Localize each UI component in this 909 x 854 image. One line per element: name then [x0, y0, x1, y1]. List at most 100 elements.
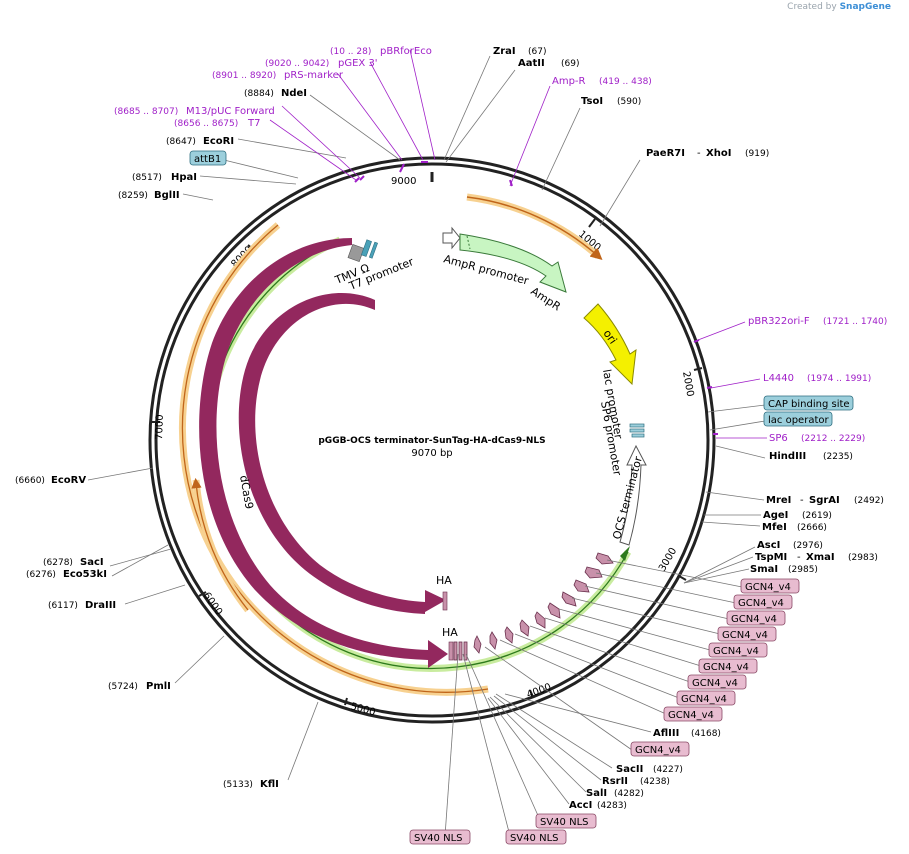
- label-zrai[interactable]: ZraI(67): [493, 46, 546, 57]
- svg-text:(9020 .. 9042): (9020 .. 9042): [265, 59, 329, 69]
- label-ecorv[interactable]: (6660)EcoRV: [15, 475, 86, 486]
- ha-tag-1: [442, 591, 448, 611]
- sv40-nls-label-2[interactable]: SV40 NLS: [505, 829, 567, 845]
- sv40-nls-markers: [453, 641, 468, 661]
- gcn4-label-6[interactable]: GCN4_v4: [698, 658, 758, 674]
- label-agei[interactable]: AgeI(2619): [763, 510, 832, 521]
- gcn4-label-9[interactable]: GCN4_v4: [663, 706, 723, 722]
- svg-text:AgeI: AgeI: [763, 510, 788, 521]
- label-cap-binding-site[interactable]: CAP binding site: [763, 395, 854, 411]
- svg-text:(6117): (6117): [48, 601, 78, 611]
- label-saci[interactable]: (6278)SacI: [43, 557, 104, 568]
- svg-text:(590): (590): [617, 97, 641, 107]
- svg-text:EcoRV: EcoRV: [51, 475, 86, 486]
- label-pgex-3[interactable]: (9020 .. 9042)pGEX 3': [265, 58, 378, 69]
- backbone-outer: [148, 156, 716, 724]
- label-sacii[interactable]: SacII(4227): [616, 764, 683, 775]
- svg-text:EcoRI: EcoRI: [203, 136, 234, 147]
- gcn4-label-8[interactable]: GCN4_v4: [676, 690, 736, 706]
- svg-text:ZraI: ZraI: [493, 46, 516, 57]
- label-ecori[interactable]: (8647) EcoRI: [166, 136, 234, 147]
- label-sali[interactable]: SalI(4282): [586, 788, 644, 799]
- gcn4-label-1[interactable]: GCN4_v4: [740, 578, 800, 594]
- svg-text:SacI: SacI: [80, 557, 104, 568]
- gcn4-label-3[interactable]: GCN4_v4: [726, 610, 786, 626]
- label-prs-marker[interactable]: (8901 .. 8920)pRS-marker: [212, 70, 344, 81]
- tmv-t7-feature-marks: [347, 239, 379, 263]
- gcn4-label-2[interactable]: GCN4_v4: [733, 594, 793, 610]
- svg-text:GCN4_v4: GCN4_v4: [692, 678, 738, 689]
- svg-text:-: -: [697, 148, 701, 159]
- svg-text:HindIII: HindIII: [769, 451, 806, 462]
- svg-text:SV40 NLS: SV40 NLS: [540, 817, 589, 828]
- gcn4-label-5[interactable]: GCN4_v4: [708, 642, 768, 658]
- label-smai[interactable]: SmaI(2985): [750, 564, 818, 575]
- svg-text:AatII: AatII: [518, 58, 545, 69]
- svg-text:SmaI: SmaI: [750, 564, 778, 575]
- svg-text:(69): (69): [561, 59, 579, 69]
- label-hindiii[interactable]: HindIII(2235): [769, 451, 853, 462]
- gcn4-label-4[interactable]: GCN4_v4: [717, 626, 777, 642]
- svg-text:(4283): (4283): [597, 801, 627, 811]
- svg-text:MreI: MreI: [766, 495, 791, 506]
- label-hpai[interactable]: (8517)HpaI: [132, 172, 197, 183]
- cas9-label: Cas9: [273, 464, 291, 496]
- label-pbrforeco[interactable]: (10 .. 28)pBRforEco: [330, 46, 432, 57]
- label-aatii[interactable]: AatII (69): [518, 58, 579, 69]
- sv40-nls-label-3[interactable]: SV40 NLS: [409, 829, 471, 845]
- primer-leader-lines: [269, 49, 767, 439]
- label-draiii[interactable]: (6117)DraIII: [48, 600, 116, 611]
- svg-text:-: -: [797, 552, 801, 563]
- svg-text:T7: T7: [247, 118, 260, 129]
- svg-text:(4238): (4238): [640, 777, 670, 787]
- label-sp6[interactable]: SP6(2212 .. 2229): [769, 433, 865, 444]
- label-mfei[interactable]: MfeI(2666): [762, 522, 827, 533]
- label-bglii[interactable]: (8259)BglII: [118, 190, 180, 201]
- svg-text:(8901 .. 8920): (8901 .. 8920): [212, 71, 276, 81]
- svg-text:SgrAI: SgrAI: [809, 495, 840, 506]
- label-attb1[interactable]: attB1: [189, 150, 227, 166]
- label-tsoi[interactable]: TsoI (590): [581, 96, 641, 107]
- svg-text:(6276): (6276): [26, 570, 56, 580]
- label-l4440[interactable]: L4440(1974 .. 1991): [763, 373, 871, 384]
- label-rsrii[interactable]: RsrII(4238): [602, 776, 670, 787]
- label-lac-operator[interactable]: lac operator: [763, 411, 833, 427]
- label-acci[interactable]: AccI(4283): [569, 800, 627, 811]
- svg-text:Amp-R: Amp-R: [552, 76, 586, 87]
- gcn4-label-10[interactable]: GCN4_v4: [630, 741, 690, 757]
- label-pbr322ori-f[interactable]: pBR322ori-F(1721 .. 1740): [748, 316, 887, 327]
- svg-text:TsoI: TsoI: [581, 96, 603, 107]
- label-ndei[interactable]: (8884)NdeI: [244, 88, 307, 99]
- svg-text:(2976): (2976): [793, 541, 823, 551]
- tick-label-5000: 5000: [349, 701, 376, 718]
- svg-text:(419 .. 438): (419 .. 438): [599, 77, 652, 87]
- svg-text:GCN4_v4: GCN4_v4: [731, 614, 777, 625]
- label-kfli[interactable]: (5133)KflI: [223, 779, 279, 790]
- label-tspmi-xmai[interactable]: TspMI-XmaI(2983): [755, 552, 878, 563]
- label-asci[interactable]: AscI(2976): [757, 540, 823, 551]
- label-afliii[interactable]: AflIII(4168): [653, 728, 721, 739]
- svg-text:(5133): (5133): [223, 780, 253, 790]
- svg-text:(4227): (4227): [653, 765, 683, 775]
- svg-text:(5724): (5724): [108, 682, 138, 692]
- label-paer7i-xhoi[interactable]: PaeR7I-XhoI(919): [646, 148, 769, 159]
- svg-text:-: -: [800, 495, 804, 506]
- label-mrei-sgrai[interactable]: MreI-SgrAI(2492): [766, 495, 884, 506]
- svg-text:CAP binding site: CAP binding site: [768, 399, 850, 410]
- sv40-nls-label-1[interactable]: SV40 NLS: [535, 813, 597, 829]
- gcn4-label-7[interactable]: GCN4_v4: [687, 674, 747, 690]
- label-eco53ki[interactable]: (6276)Eco53kI: [26, 569, 107, 580]
- svg-text:(2666): (2666): [797, 523, 827, 533]
- plasmid-length: 9070 bp: [411, 448, 452, 459]
- svg-text:pBRforEco: pBRforEco: [380, 46, 432, 57]
- label-pmli[interactable]: (5724)PmlI: [108, 681, 171, 692]
- ha-label-2: HA: [442, 626, 458, 639]
- backbone-inner: [154, 162, 710, 718]
- label-amp-r-primer[interactable]: Amp-R (419 .. 438): [552, 76, 652, 87]
- snapgene-credit: Created by SnapGene: [787, 2, 891, 12]
- ocs-terminator-arrow: [619, 444, 647, 546]
- label-m13-puc-forward[interactable]: (8685 .. 8707)M13/pUC Forward: [114, 106, 275, 117]
- snapgene-brand: SnapGene: [839, 2, 891, 12]
- label-t7-primer[interactable]: (8656 .. 8675)T7: [174, 118, 260, 129]
- svg-text:(8647): (8647): [166, 137, 196, 147]
